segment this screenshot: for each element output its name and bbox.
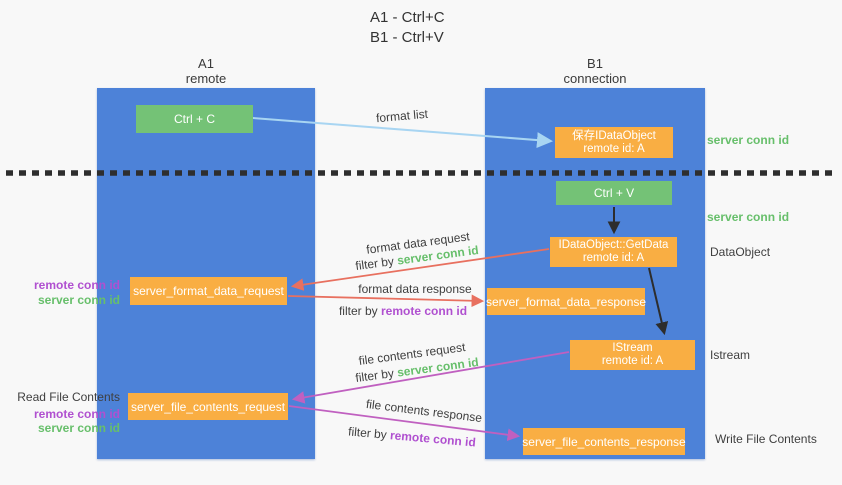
save-dataobject-line2: remote id: A <box>583 142 645 155</box>
server-format-data-request-label: server_format_data_request <box>133 284 284 298</box>
format-data-response-label: format data response <box>358 282 472 296</box>
column-a-subtitle: remote <box>185 71 227 86</box>
getdata-line1: IDataObject::GetData <box>558 239 669 251</box>
istream-line2: remote id: A <box>601 355 664 367</box>
getdata-to-istream-arrow <box>648 267 669 336</box>
format-list-arrow <box>252 117 553 149</box>
format-data-request-arrow <box>290 248 550 291</box>
istream-side-label: Istream <box>710 348 751 362</box>
save-dataobject-node: 保存IDataObject remote id: A <box>555 127 673 158</box>
title-line-1: A1 - Ctrl+C <box>370 9 445 26</box>
ctrl-v-label: Ctrl + V <box>593 186 635 200</box>
server-file-contents-response-node: server_file_contents_response <box>522 428 686 455</box>
server-file-contents-request-label: server_file_contents_request <box>130 399 286 414</box>
title-line-2: B1 - Ctrl+V <box>370 29 444 46</box>
file-contents-request-arrow <box>291 351 570 404</box>
dataobject-label: DataObject <box>710 245 771 259</box>
istream-node: IStream remote id: A <box>570 340 695 370</box>
server-conn-id-label-1: server conn id <box>37 293 120 307</box>
server-format-data-response-node: server_format_data_response <box>485 288 647 315</box>
ctrl-c-node: Ctrl + C <box>136 105 253 133</box>
getdata-node: IDataObject::GetData remote id: A <box>550 237 677 267</box>
save-dataobject-line1: 保存IDataObject <box>572 129 656 142</box>
column-b-header: B1 connection <box>485 56 705 86</box>
write-file-contents-label: Write File Contents <box>715 432 817 446</box>
ctrl-v-node: Ctrl + V <box>556 181 672 205</box>
server-format-data-response-label: server_format_data_response <box>485 294 647 309</box>
column-b-name: B1 <box>587 56 603 71</box>
diagram-title: A1 - Ctrl+C B1 - Ctrl+V <box>370 8 445 48</box>
remote-conn-id-label-2: remote conn id <box>33 407 120 421</box>
remote-conn-id-inline-1: remote conn id <box>381 304 468 318</box>
column-a-header: A1 remote <box>97 56 315 86</box>
server-conn-id-label-mid: server conn id <box>707 210 790 224</box>
file-contents-response-arrow <box>288 405 521 442</box>
format-data-response-arrow <box>287 294 485 308</box>
column-b-subtitle: connection <box>563 71 627 86</box>
server-conn-id-label-2: server conn id <box>37 421 120 435</box>
server-file-contents-response-label: server_file_contents_response <box>522 434 686 449</box>
getdata-line2: remote id: A <box>582 252 645 264</box>
server-file-contents-request-node: server_file_contents_request <box>128 393 288 420</box>
column-a-name: A1 <box>198 56 214 71</box>
server-format-data-request-node: server_format_data_request <box>130 277 287 305</box>
istream-line1: IStream <box>612 342 653 354</box>
filter-by-text: filter by <box>338 304 378 318</box>
filter-by-remote-conn-id-label-1: filter by remote conn id <box>339 304 467 318</box>
ctrl-c-label: Ctrl + C <box>173 112 215 126</box>
read-file-contents-label: Read File Contents <box>17 390 120 404</box>
remote-conn-id-label-1: remote conn id <box>33 278 120 292</box>
server-conn-id-label-top: server conn id <box>707 133 790 147</box>
